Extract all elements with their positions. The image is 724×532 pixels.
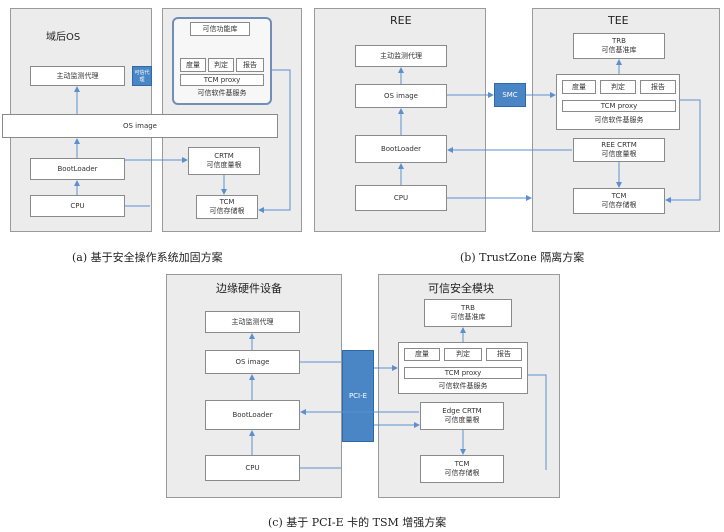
b-measure: 度量 [562, 80, 596, 94]
b-tcm-label: TCM [611, 192, 627, 201]
a-tcm-proxy: TCM proxy [180, 74, 264, 86]
c-trusted-service: 可信软件基服务 [438, 382, 488, 391]
panel-c-left-title: 边缘硬件设备 [216, 282, 282, 295]
b-trb-label: TRB [612, 37, 626, 46]
b-agent: 主动监测代理 [355, 45, 447, 67]
caption-a: (a) 基于安全操作系统加固方案 [72, 251, 223, 264]
a-bootloader: BootLoader [30, 158, 125, 180]
panel-c-right-title: 可信安全模块 [428, 282, 494, 295]
c-bootloader: BootLoader [205, 400, 300, 430]
c-cpu: CPU [205, 455, 300, 481]
c-trb-label: TRB [461, 304, 475, 313]
c-trb: TRB 可信基准库 [424, 299, 512, 327]
c-measure: 度量 [404, 348, 440, 361]
b-cpu: CPU [355, 185, 447, 211]
panel-b-ree-title: REE [390, 14, 412, 27]
b-bootloader: BootLoader [355, 135, 447, 163]
a-crtm: CRTM 可信度量根 [188, 147, 260, 175]
b-crtm: REE CRTM 可信度量根 [573, 138, 665, 162]
b-trb-sub: 可信基准库 [601, 46, 637, 54]
b-trb: TRB 可信基准库 [573, 33, 665, 59]
b-tcm-proxy: TCM proxy [562, 100, 676, 112]
b-report: 报告 [640, 80, 676, 94]
b-crtm-label: REE CRTM [601, 141, 637, 150]
c-crtm: Edge CRTM 可信度量根 [420, 402, 504, 430]
a-crtm-label: CRTM [214, 152, 234, 161]
c-crtm-sub: 可信度量根 [444, 416, 480, 424]
caption-b: (b) TrustZone 隔离方案 [460, 251, 585, 264]
c-report: 报告 [486, 348, 522, 361]
a-report: 报告 [236, 58, 264, 72]
c-tcm: TCM 可信存储根 [420, 455, 504, 483]
b-tcm: TCM 可信存储根 [573, 188, 665, 214]
c-trb-sub: 可信基准库 [450, 313, 486, 321]
c-pcie-card: PCI-E [342, 350, 374, 442]
c-tcm-proxy: TCM proxy [404, 367, 522, 379]
a-tcm: TCM 可信存储根 [196, 195, 258, 219]
b-smc-box: SMC [494, 83, 526, 107]
a-side-blue-box: 可信代理 [132, 66, 152, 86]
c-tcm-sub: 可信存储根 [444, 469, 480, 477]
a-measure: 度量 [180, 58, 206, 72]
a-verify: 判定 [208, 58, 234, 72]
panel-b-tee-title: TEE [608, 14, 629, 27]
b-crtm-sub: 可信度量根 [601, 150, 637, 158]
a-tcm-label: TCM [219, 198, 235, 207]
a-tcm-sub: 可信存储根 [209, 207, 245, 215]
caption-c: (c) 基于 PCI-E 卡的 TSM 增强方案 [268, 516, 447, 529]
a-cpu: CPU [30, 195, 125, 217]
a-crtm-sub: 可信度量根 [206, 161, 242, 169]
b-trusted-service: 可信软件基服务 [594, 115, 644, 124]
b-verify: 判定 [600, 80, 636, 94]
c-tcm-label: TCM [454, 460, 470, 469]
a-agent-box: 主动监测代理 [30, 66, 125, 86]
a-trusted-lib: 可信功能库 [190, 22, 250, 36]
b-os-image: OS image [355, 84, 447, 108]
b-tcm-sub: 可信存储根 [601, 201, 637, 209]
a-os-image-bar: OS image [2, 114, 278, 138]
c-agent: 主动监测代理 [205, 311, 300, 333]
c-verify: 判定 [444, 348, 482, 361]
panel-a-title: 域后OS [46, 32, 81, 43]
a-trusted-service: 可信软件基服务 [197, 88, 247, 97]
c-os-image: OS image [205, 350, 300, 374]
c-crtm-label: Edge CRTM [442, 407, 482, 416]
